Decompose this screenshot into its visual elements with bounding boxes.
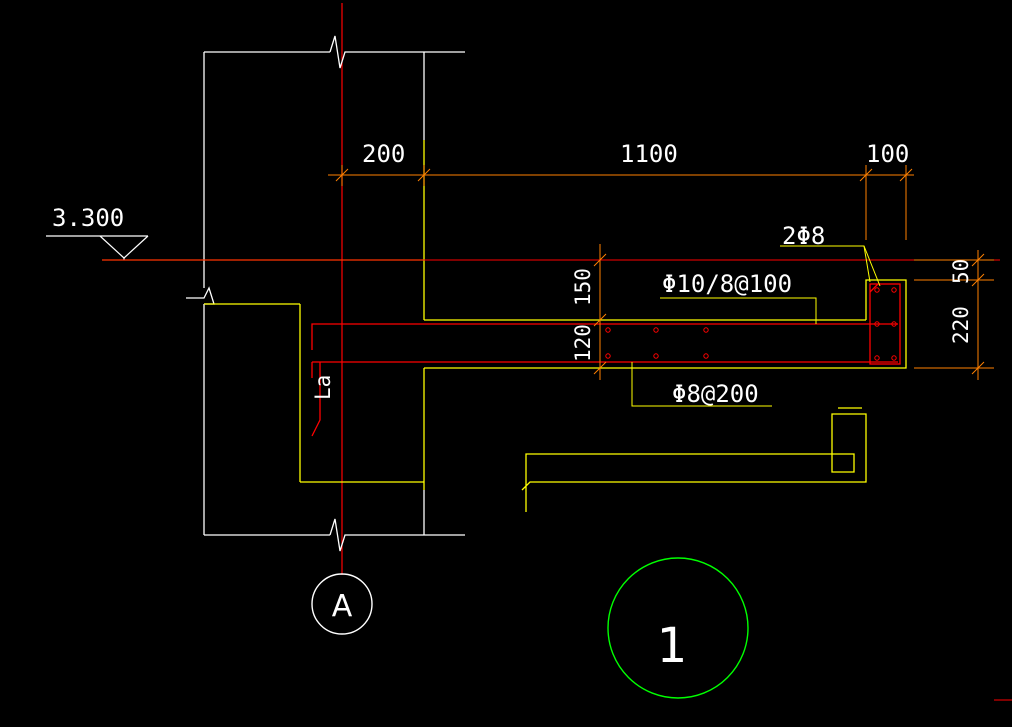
dimension-label-50: 50 [949,259,973,284]
wall-outline [203,51,465,536]
leader-distribution [631,362,772,407]
dimension-label-150: 150 [571,268,595,306]
break-symbol-top [329,35,350,69]
break-symbol-left [186,262,215,305]
rebar-anchorage [311,362,321,437]
dimension-label-1100: 1100 [620,140,678,168]
break-symbol-bottom [329,518,350,552]
detail-bubble-1 [607,557,749,699]
dimension-right [914,250,994,380]
dimension-label-200: 200 [362,140,405,168]
dimension-label-220: 220 [949,306,973,344]
elevation-value: 3.300 [52,204,124,232]
dimension-left [593,244,607,380]
rebar-dots [605,287,897,361]
detail-label-1: 1 [657,618,688,674]
leader-stirrups [660,297,817,324]
rebar-top [311,323,898,350]
dimension-top [328,165,914,240]
rebar-label-stirrups: Φ10/8@100 [662,270,792,298]
stirrup [869,283,901,365]
leader-top-bars [780,245,881,287]
axis-bubble-a [311,573,373,635]
rebar-label-top-bars: 2Φ8 [782,222,825,250]
elevation-marker [46,235,1000,261]
rebar-shape-detail [521,407,867,512]
slab-section [102,140,907,490]
dimension-label-100: 100 [866,140,909,168]
axis-label-a: A [332,589,353,624]
dimension-label-120: 120 [571,324,595,362]
rebar-label-anchorage: La [311,375,335,400]
rebar-label-distribution: Φ8@200 [672,380,759,408]
